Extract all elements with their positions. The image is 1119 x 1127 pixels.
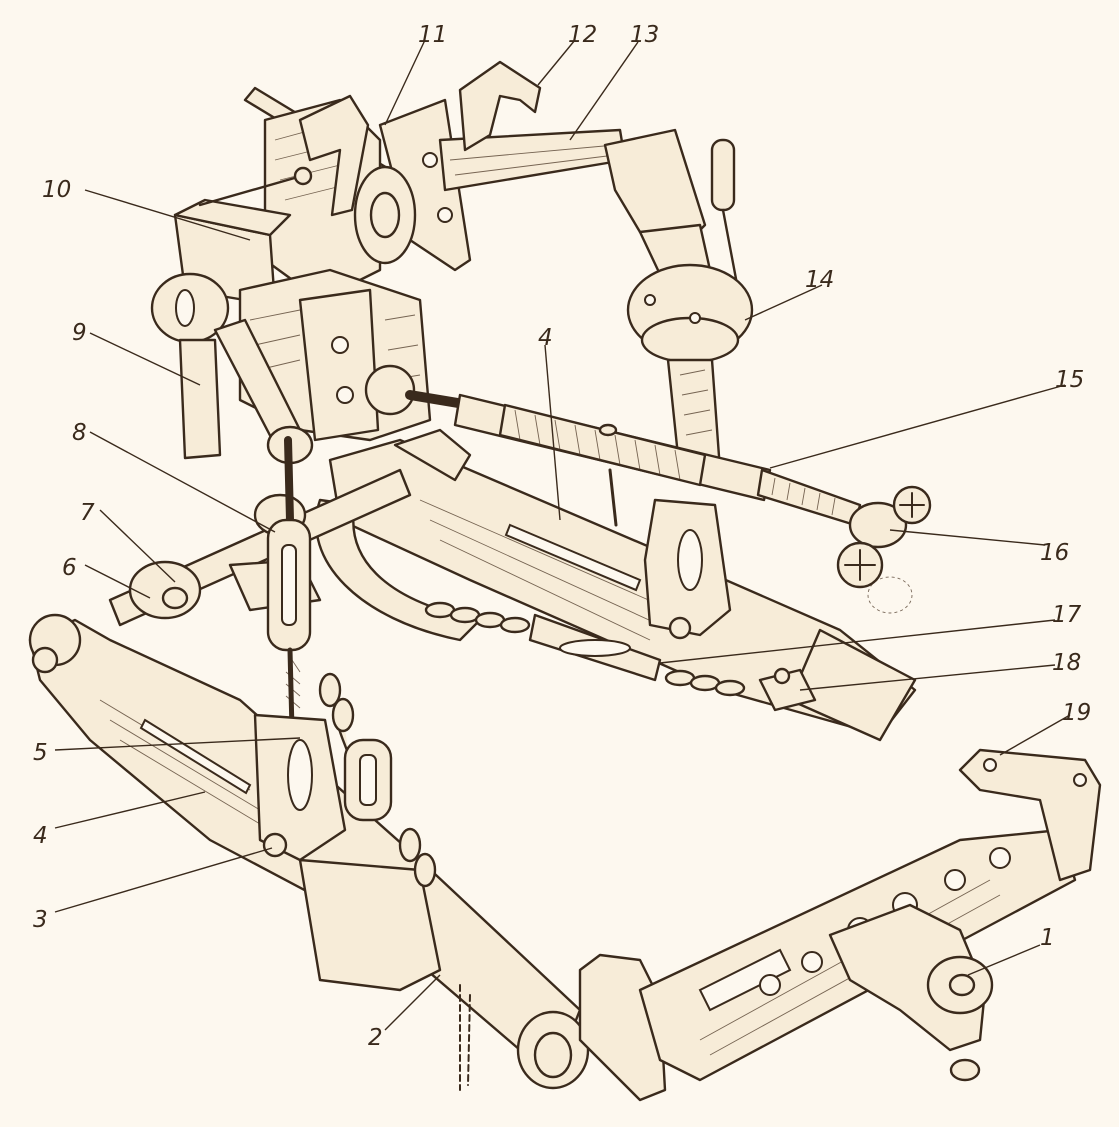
label-4-top: 4 bbox=[538, 325, 553, 351]
label-17: 17 bbox=[1052, 602, 1082, 628]
check-chain bbox=[424, 601, 817, 712]
top-frame bbox=[438, 60, 754, 477]
label-1: 1 bbox=[1040, 925, 1055, 951]
label-6: 6 bbox=[62, 555, 77, 581]
label-12: 12 bbox=[568, 22, 597, 48]
label-3: 3 bbox=[33, 907, 48, 933]
label-5: 5 bbox=[33, 740, 48, 766]
label-8: 8 bbox=[72, 420, 87, 446]
label-11: 11 bbox=[418, 22, 447, 48]
label-4-left: 4 bbox=[33, 823, 48, 849]
label-19: 19 bbox=[1062, 700, 1091, 726]
label-10: 10 bbox=[42, 177, 71, 203]
label-7: 7 bbox=[80, 500, 95, 526]
upper-lift-mechanism bbox=[150, 86, 472, 465]
label-2: 2 bbox=[368, 1025, 383, 1051]
right-lower-link bbox=[314, 428, 917, 742]
callout-labels: 1 2 3 4 4 5 6 7 8 9 10 11 12 13 14 15 16… bbox=[33, 22, 1091, 1051]
label-18: 18 bbox=[1052, 650, 1081, 676]
label-13: 13 bbox=[630, 22, 659, 48]
label-9: 9 bbox=[72, 320, 87, 346]
lower-cross-shaft bbox=[108, 436, 412, 733]
drawbar-assembly bbox=[578, 748, 1102, 1102]
label-15: 15 bbox=[1055, 367, 1084, 393]
leader-lines bbox=[54, 39, 1071, 1031]
label-16: 16 bbox=[1040, 540, 1069, 566]
left-lower-link bbox=[28, 613, 590, 1091]
label-14: 14 bbox=[805, 267, 834, 293]
